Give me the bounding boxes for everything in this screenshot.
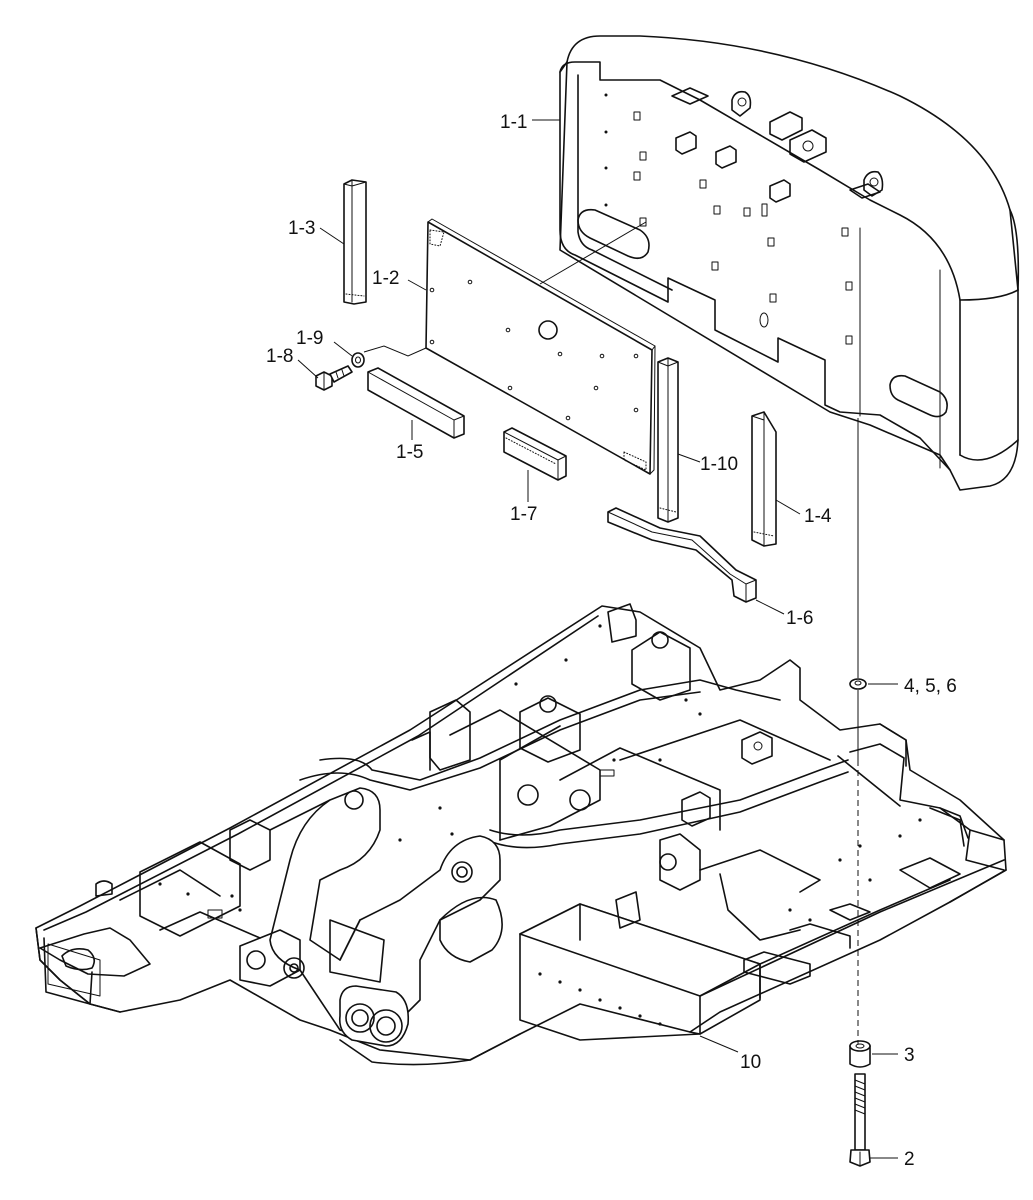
label-4-5-6: 4, 5, 6 — [904, 676, 957, 697]
washer-part-1-9 — [351, 352, 365, 368]
label-1-1: 1-1 — [500, 112, 527, 133]
label-1-6: 1-6 — [786, 608, 813, 629]
label-1-3: 1-3 — [288, 218, 315, 239]
washer-part-4-5-6 — [849, 678, 867, 690]
bar-part-1-10 — [657, 357, 679, 523]
bar-part-1-3 — [343, 179, 367, 305]
spacer-part-3 — [849, 1040, 871, 1068]
bolt-part-2 — [849, 1073, 871, 1167]
leader-10 — [699, 1035, 739, 1053]
counterweight-part — [559, 35, 1020, 491]
label-1-10: 1-10 — [700, 454, 738, 475]
label-1-7: 1-7 — [510, 504, 537, 525]
label-1-9: 1-9 — [296, 328, 323, 349]
label-1-5: 1-5 — [396, 442, 423, 463]
leader-1-10 — [677, 453, 701, 463]
bar-part-1-4 — [751, 411, 777, 547]
label-10: 10 — [740, 1052, 761, 1073]
leader-1-8 — [297, 359, 319, 379]
bar-part-1-5 — [367, 367, 465, 439]
label-1-2: 1-2 — [372, 268, 399, 289]
leader-1-6 — [755, 599, 785, 615]
label-2: 2 — [904, 1149, 915, 1170]
label-3: 3 — [904, 1045, 915, 1066]
plate-to-weight-line — [539, 221, 647, 285]
bolt-part-1-8 — [315, 365, 353, 391]
block-part-1-7 — [503, 427, 567, 481]
upper-frame-part — [35, 603, 1007, 1066]
leader-1-2 — [407, 279, 427, 291]
leader-1-9 — [333, 341, 353, 357]
label-1-8: 1-8 — [266, 346, 293, 367]
leader-1-3 — [319, 227, 345, 245]
leader-1-4 — [775, 499, 801, 515]
bracket-part-1-6 — [607, 507, 757, 603]
bolt-to-plate-line — [363, 345, 427, 357]
label-1-4: 1-4 — [804, 506, 832, 527]
